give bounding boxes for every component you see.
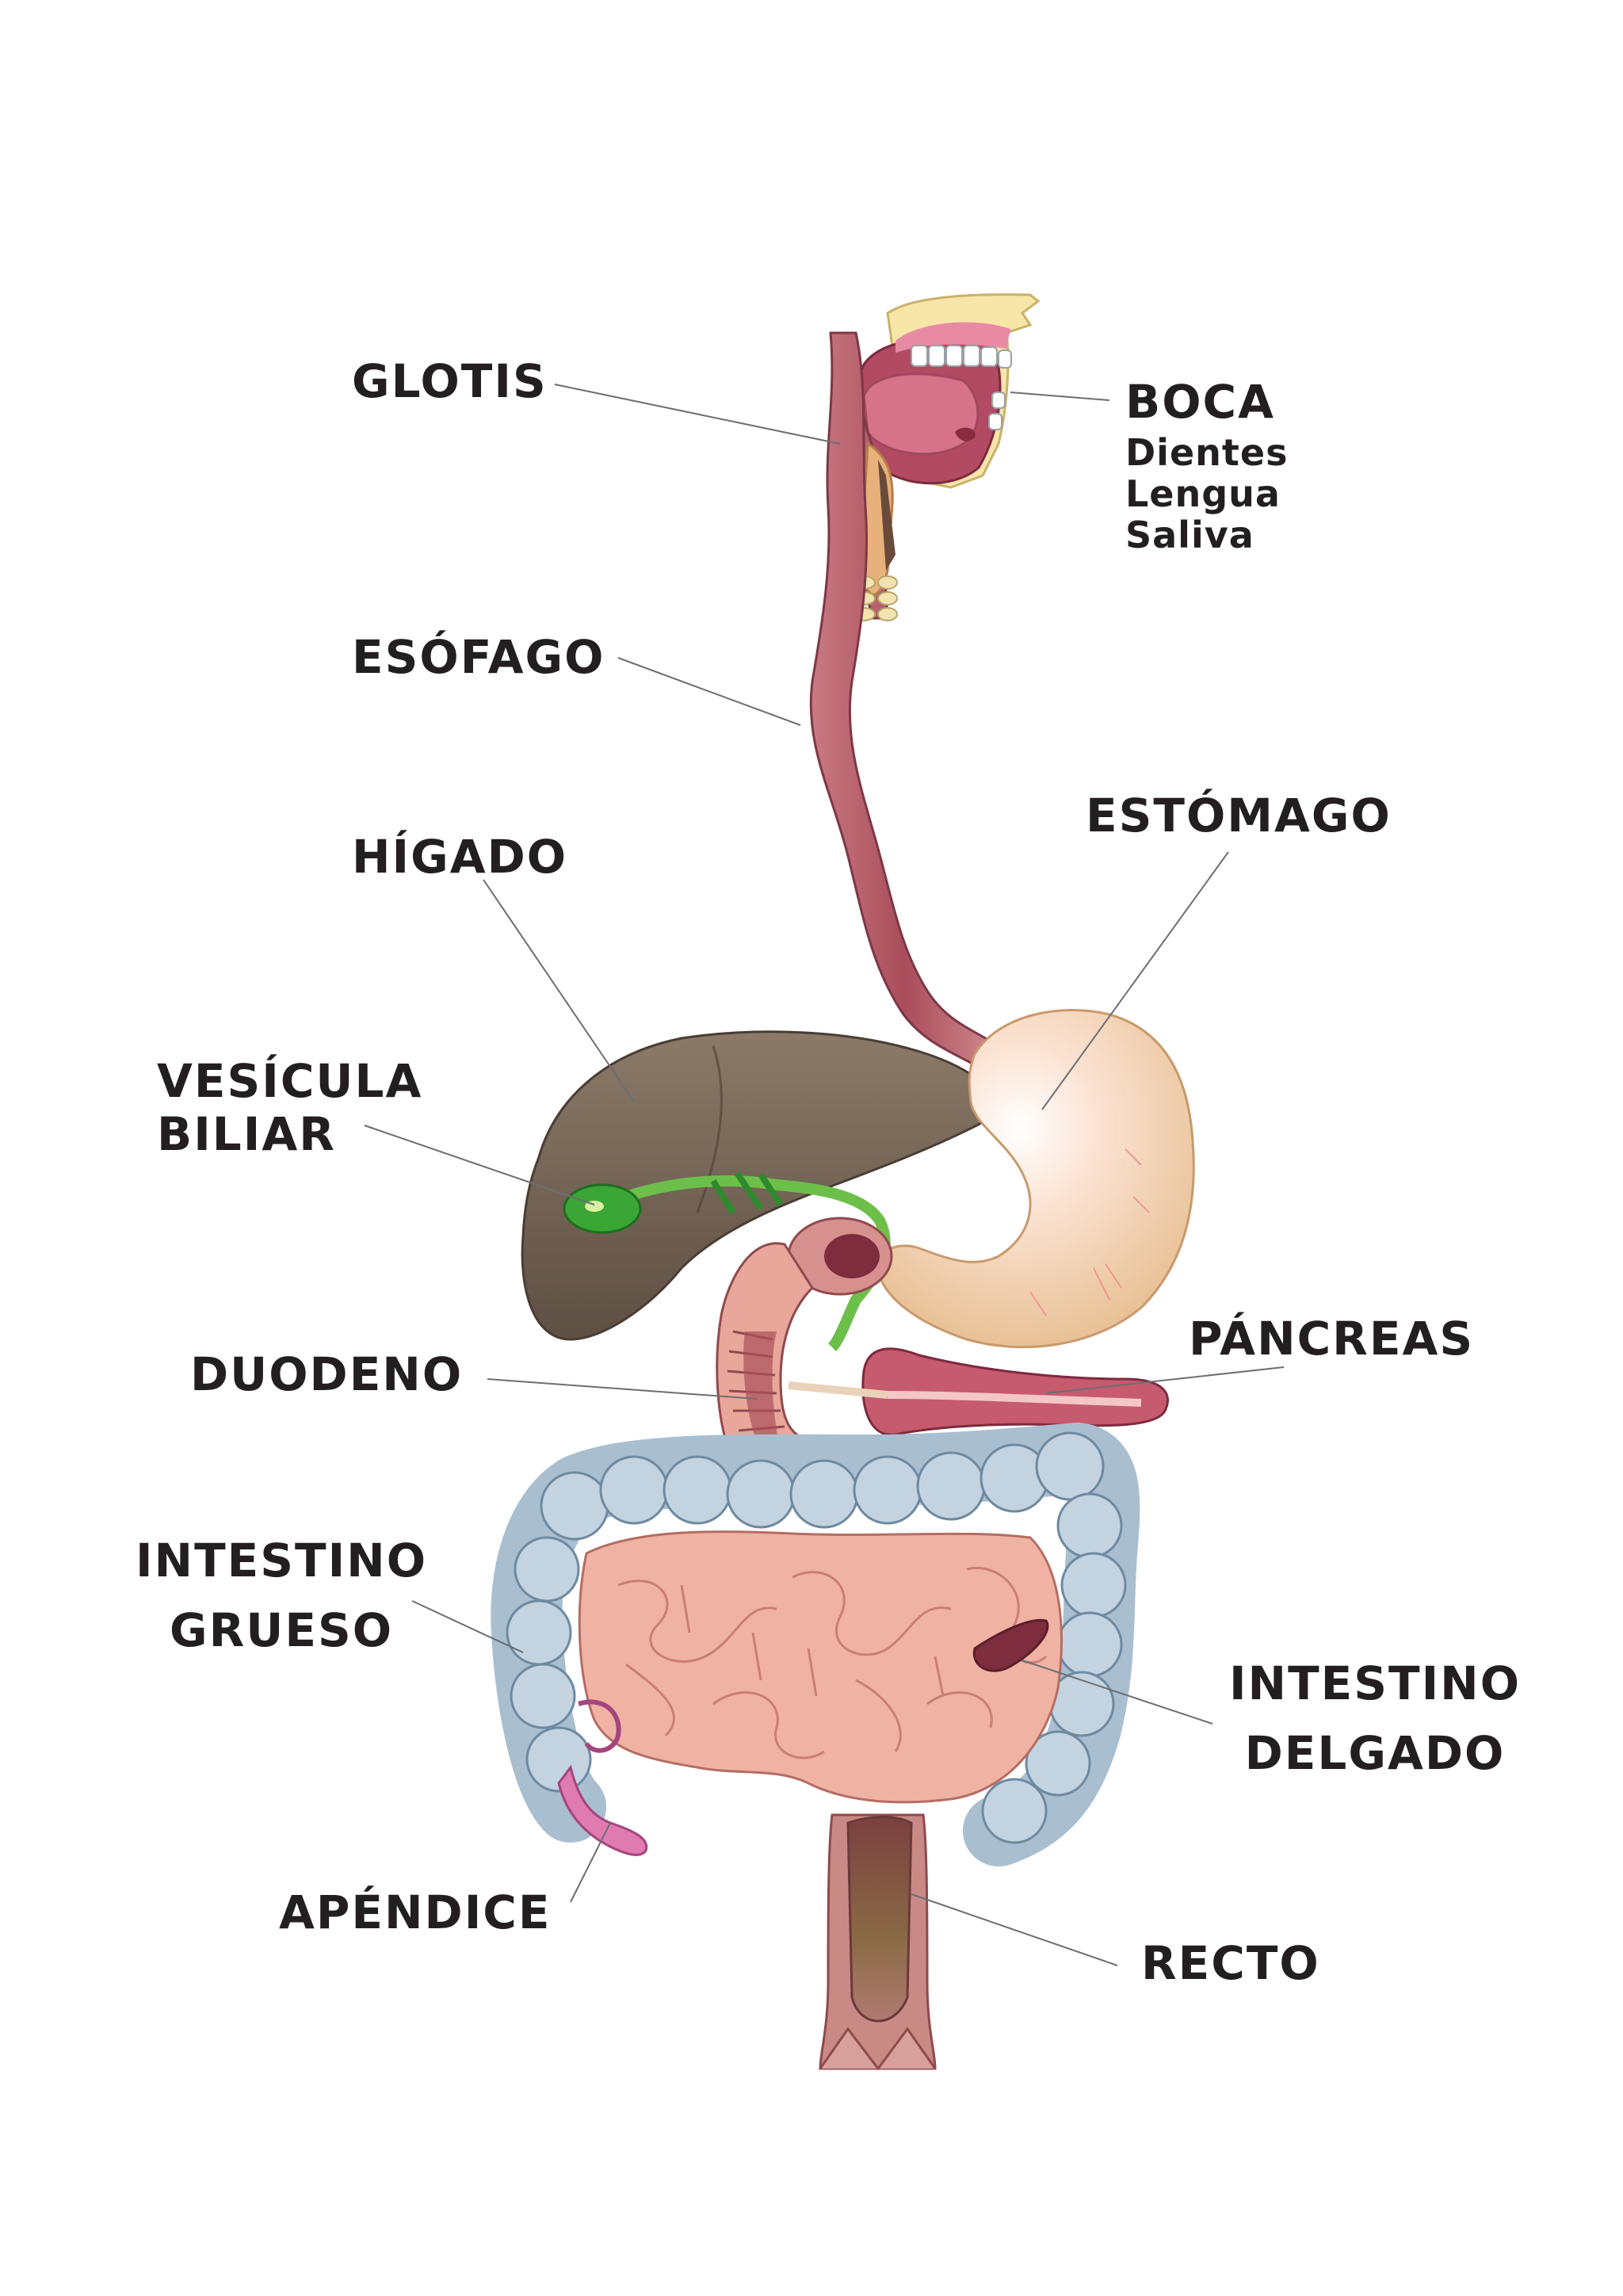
label-esofago: ESÓFAGO: [352, 630, 605, 684]
duodenal-bulb: [787, 1217, 893, 1296]
gallbladder: [563, 1171, 891, 1351]
label-recto: RECTO: [1141, 1936, 1320, 1990]
label-boca: BOCA: [1125, 375, 1275, 429]
label-lengua: Lengua: [1125, 472, 1281, 515]
leader-esofago: [617, 657, 801, 726]
leader-vesicula: [364, 1125, 595, 1205]
label-duodeno: DUODENO: [190, 1347, 464, 1401]
leader-estomago: [1041, 851, 1229, 1110]
leader-intestino-grueso: [411, 1600, 524, 1653]
label-intestino-grueso-1: INTESTINO: [135, 1534, 428, 1587]
label-biliar: BILIAR: [157, 1107, 336, 1161]
leader-intestino-delgado: [1022, 1660, 1213, 1725]
label-dientes: Dientes: [1125, 431, 1289, 474]
appendix: [557, 1699, 648, 1856]
leader-recto: [911, 1893, 1118, 1966]
stomach: [876, 1008, 1195, 1349]
leader-pancreas: [1045, 1366, 1285, 1394]
mouth: [831, 293, 1041, 621]
label-saliva: Saliva: [1125, 514, 1254, 556]
leader-glotis: [554, 384, 841, 445]
label-apendice: APÉNDICE: [279, 1885, 552, 1939]
leader-apendice: [570, 1822, 611, 1903]
label-intestino-delgado-2: DELGADO: [1244, 1726, 1506, 1780]
label-higado: HÍGADO: [352, 830, 568, 884]
label-intestino-delgado-1: INTESTINO: [1228, 1656, 1522, 1710]
small-intestine: [578, 1530, 1063, 1804]
leader-duodeno: [487, 1378, 758, 1400]
leader-lines: [364, 384, 1285, 1966]
label-glotis: GLOTIS: [352, 354, 548, 408]
label-intestino-grueso-2: GRUESO: [169, 1603, 394, 1657]
large-intestine: [491, 1422, 1140, 1866]
label-vesicula: VESÍCULA: [157, 1054, 423, 1108]
leader-higado: [483, 879, 635, 1102]
leader-boca: [1010, 392, 1110, 401]
label-estomago: ESTÓMAGO: [1086, 789, 1392, 842]
label-pancreas: PÁNCREAS: [1189, 1312, 1475, 1366]
rectum: [819, 1813, 937, 2071]
